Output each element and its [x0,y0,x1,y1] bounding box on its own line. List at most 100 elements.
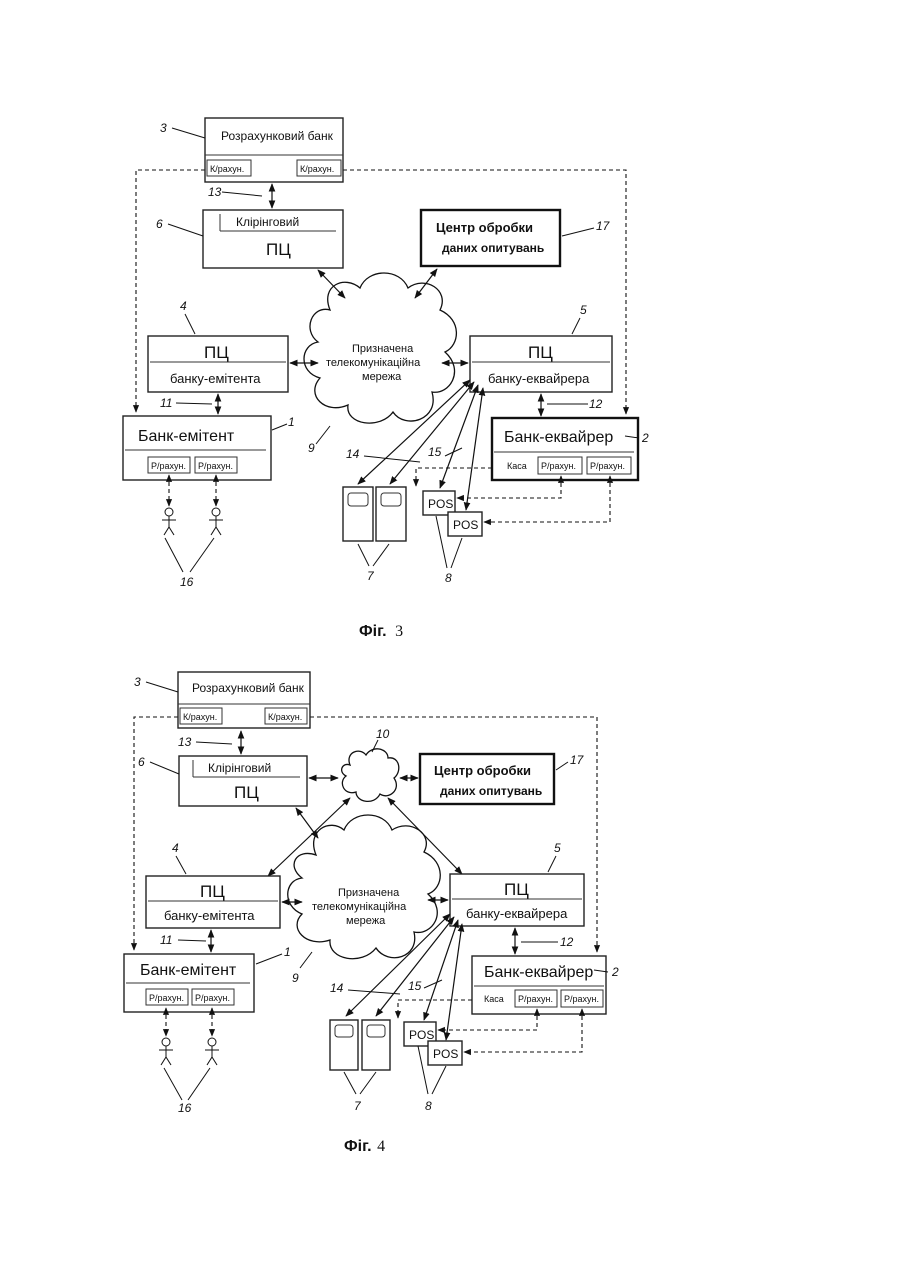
fig3-acquirer-acc1: Р/рахун. [541,461,576,471]
fig4-settlement-acc-right: К/рахун. [268,712,302,722]
fig4-ref-12: 12 [560,935,574,949]
fig4-issuer-bank-title: Банк-емітент [140,962,237,979]
fig3-network-line1: Призначена [352,343,414,355]
fig3-issuer-bank-title: Банк-емітент [138,428,235,445]
fig4-client-icons [159,1038,219,1065]
fig3-ref-11: 11 [160,396,172,410]
fig4-issuer-pc-line1: ПЦ [200,882,225,901]
fig4-clearing-line2: ПЦ [234,783,259,802]
fig4-dashed-cash-terminal [398,1000,472,1018]
fig3-dashed-acc2-pos [484,476,610,522]
fig3-network-line3: мережа [362,371,402,383]
fig4-ref-8: 8 [425,1099,432,1113]
fig3-ref-1: 1 [288,415,295,429]
fig3-dashed-cash-terminal [416,468,492,486]
fig3-arrow-acq-pos2 [466,388,483,510]
fig4-ref-16: 16 [178,1101,192,1115]
fig3-acquirer-cash: Каса [507,461,527,471]
fig4-issuer-pc: ПЦ банку-емітента [146,876,280,928]
fig4-acquirer-pc-line2: банку-еквайрера [466,906,568,921]
fig4-survey-center: Центр обробки даних опитувань [420,754,554,804]
fig4-acquirer-acc1: Р/рахун. [518,994,553,1004]
fig3-issuer-bank: Банк-емітент Р/рахун. Р/рахун. [123,416,271,480]
fig4-survey-line2: даних опитувань [440,784,542,798]
fig4-issuer-pc-line2: банку-емітента [164,908,255,923]
fig3-acquirer-pc-line1: ПЦ [528,343,553,362]
fig3-caption-prefix: Фіг. [359,623,387,640]
fig4-survey-line1: Центр обробки [434,763,531,778]
fig4-settlement-acc-left: К/рахун. [183,712,217,722]
fig4-network-line3: мережа [346,915,386,927]
fig3-settlement-bank: Розрахунковий банк К/рахун. К/рахун. [205,118,343,182]
fig3-settlement-acc-left: К/рахун. [210,164,244,174]
fig4-small-network-cloud [342,749,399,802]
fig3-settlement-bank-title: Розрахунковий банк [221,129,334,143]
fig4-pos1-label: POS [409,1028,434,1042]
fig4-settlement-bank-title: Розрахунковий банк [192,681,305,695]
fig3-issuer-pc-line2: банку-емітента [170,371,261,386]
fig3-acquirer-pc-line2: банку-еквайрера [488,371,590,386]
fig3-caption-number: 3 [395,623,403,640]
fig4-network-cloud: Призначена телекомунікаційна мережа [288,815,441,959]
fig3-ref-12: 12 [589,397,603,411]
fig4-settlement-bank: Розрахунковий банк К/рахун. К/рахун. [178,672,310,728]
fig4-acquirer-bank: Банк-еквайрер Каса Р/рахун. Р/рахун. [472,956,606,1014]
fig3-ref-2: 2 [641,431,649,445]
fig4-acquirer-acc2: Р/рахун. [564,994,599,1004]
fig4-acquirer-cash: Каса [484,994,504,1004]
fig4-ref-9: 9 [292,971,299,985]
fig3-survey-center: Центр обробки даних опитувань [421,210,560,266]
fig4-issuer-bank: Банк-емітент Р/рахун. Р/рахун. [124,954,254,1012]
fig4-caption-prefix: Фіг. [344,1138,372,1155]
fig3-acquirer-bank: Банк-еквайрер Каса Р/рахун. Р/рахун. [492,418,638,480]
fig4-clearing-pc: Клірінговий ПЦ [179,756,307,806]
fig4-network-line1: Призначена [338,887,400,899]
fig4-acquirer-pc-line1: ПЦ [504,880,529,899]
fig4-issuer-acc2: Р/рахун. [195,993,230,1003]
fig3-ref-13: 13 [208,185,222,199]
fig3-ref-15: 15 [428,445,442,459]
fig3-clearing-pc: Клірінговий ПЦ [203,210,343,268]
fig4-ref-6: 6 [138,755,145,769]
fig3-caption: Фіг. 3 [359,623,403,640]
fig4-arrow-acq-pos2 [446,924,462,1040]
fig3-ref-16: 16 [180,575,194,589]
fig3-ref-9: 9 [308,441,315,455]
fig3-acquirer-pc: ПЦ банку-еквайрера [470,336,612,392]
fig3-ref-4: 4 [180,299,187,313]
fig3-acquirer-acc2: Р/рахун. [590,461,625,471]
fig4-ref-14: 14 [330,981,344,995]
figure-3: Розрахунковий банк К/рахун. К/рахун. Клі… [123,118,649,640]
fig4-ref-3: 3 [134,675,141,689]
fig4-network-line2: телекомунікаційна [312,901,407,913]
fig4-ref-1: 1 [284,945,291,959]
fig4-acquirer-bank-title: Банк-еквайрер [484,964,593,981]
fig3-survey-line1: Центр обробки [436,220,533,235]
fig4-issuer-acc1: Р/рахун. [149,993,184,1003]
fig3-survey-line2: даних опитувань [442,241,544,255]
fig4-ref-11: 11 [160,933,172,947]
figure-4: Розрахунковий банк К/рахун. К/рахун. Клі… [124,672,619,1155]
fig4-pos-terminals: POS POS [404,1022,462,1065]
fig3-ref-6: 6 [156,217,163,231]
fig4-ref-17: 17 [570,753,585,767]
fig3-ref-8: 8 [445,571,452,585]
fig3-terminals [343,487,406,541]
fig4-caption: Фіг. 4 [344,1138,385,1155]
fig3-issuer-acc2: Р/рахун. [198,461,233,471]
fig4-ref-5: 5 [554,841,561,855]
fig4-ref-4: 4 [172,841,179,855]
fig3-pos-terminals: POS POS [423,491,482,536]
fig3-settlement-acc-right: К/рахун. [300,164,334,174]
fig3-ref-14: 14 [346,447,360,461]
fig3-client-icons [162,508,223,535]
fig3-issuer-pc: ПЦ банку-емітента [148,336,288,392]
fig3-pos1-label: POS [428,497,453,511]
fig4-ref-13: 13 [178,735,192,749]
fig4-terminals [330,1020,390,1070]
fig3-network-line2: телекомунікаційна [326,357,421,369]
fig3-issuer-pc-line1: ПЦ [204,343,229,362]
fig4-clearing-line1: Клірінговий [208,761,271,775]
fig3-clearing-line1: Клірінговий [236,215,299,229]
